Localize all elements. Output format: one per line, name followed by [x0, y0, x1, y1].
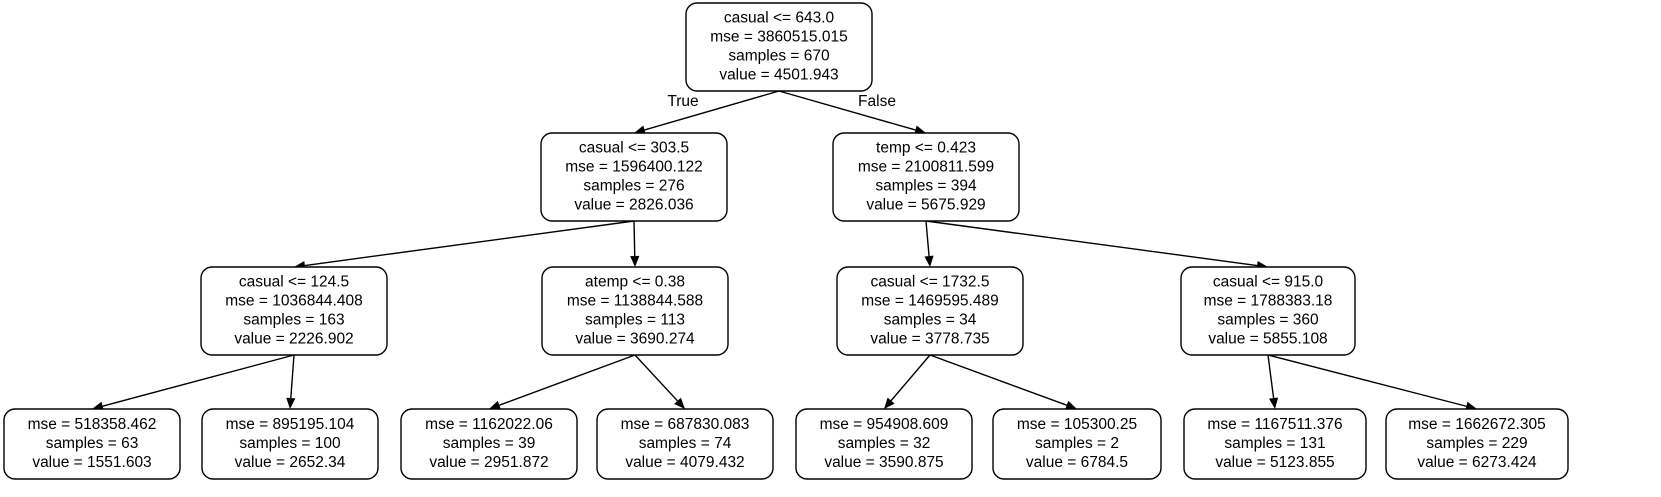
node-text-line: value = 2951.872 — [429, 454, 548, 471]
node-text-line: mse = 2100811.599 — [858, 159, 994, 176]
tree-edge — [92, 354, 295, 411]
node-text-line: value = 3690.274 — [575, 331, 695, 348]
node-text-line: samples = 163 — [243, 312, 344, 329]
tree-edge — [286, 354, 296, 409]
node-text-line: atemp <= 0.38 — [585, 274, 685, 291]
node-text-line: casual <= 1732.5 — [871, 274, 990, 291]
edge-label-true: True — [667, 93, 698, 110]
node-text-line: samples = 100 — [239, 435, 341, 452]
tree-edge — [929, 354, 1077, 410]
node-text-line: mse = 3860515.015 — [710, 29, 847, 46]
tree-edge — [884, 354, 931, 409]
tree-edge — [634, 90, 780, 135]
node-text-line: samples = 34 — [884, 312, 977, 329]
node-text-line: value = 4501.943 — [719, 67, 838, 84]
tree-edge — [924, 220, 934, 267]
node-text-line: samples = 32 — [838, 435, 931, 452]
tree-decision-node[interactable]: casual <= 643.0 mse = 3860515.015 samples … — [685, 2, 873, 92]
tree-edge — [634, 354, 685, 409]
tree-leaf-node[interactable]: mse = 954908.609 samples = 32 value = 3590… — [795, 408, 973, 480]
tree-edge — [1267, 354, 1279, 409]
node-text-line: samples = 2 — [1035, 435, 1119, 452]
node-text-line: samples = 113 — [585, 312, 685, 329]
node-text-line: value = 4079.432 — [625, 454, 744, 471]
node-text-line: samples = 276 — [583, 178, 684, 195]
tree-edge — [778, 90, 926, 135]
node-text-line: casual <= 915.0 — [1213, 274, 1324, 291]
node-text-line: mse = 1662672.305 — [1408, 416, 1545, 433]
node-text-line: mse = 1036844.408 — [225, 293, 362, 310]
tree-decision-node[interactable]: casual <= 303.5 mse = 1596400.122 samples … — [540, 132, 728, 222]
node-text-line: mse = 1167511.376 — [1207, 416, 1342, 433]
node-text-line: samples = 670 — [728, 48, 830, 65]
node-text-line: samples = 74 — [639, 435, 732, 452]
node-text-line: mse = 1162022.06 — [425, 416, 553, 433]
node-text-line: casual <= 303.5 — [579, 140, 689, 157]
node-text-line: value = 2652.34 — [235, 454, 346, 471]
node-text-line: value = 3590.875 — [824, 454, 943, 471]
node-text-line: mse = 1469595.489 — [861, 293, 998, 310]
tree-edge — [489, 354, 636, 410]
tree-leaf-node[interactable]: mse = 1662672.305 samples = 229 value = 62… — [1385, 408, 1569, 480]
edges-layer — [92, 90, 1477, 411]
node-text-line: casual <= 643.0 — [724, 10, 835, 27]
tree-decision-node[interactable]: atemp <= 0.38 mse = 1138844.588 samples = … — [541, 266, 729, 356]
node-text-line: casual <= 124.5 — [239, 274, 349, 291]
node-text-line: value = 3778.735 — [870, 331, 989, 348]
tree-edge — [294, 220, 635, 271]
tree-decision-node[interactable]: casual <= 915.0 mse = 1788383.18 samples =… — [1180, 266, 1356, 356]
tree-leaf-node[interactable]: mse = 1167511.376 samples = 131 value = 51… — [1183, 408, 1367, 480]
node-text-line: samples = 394 — [875, 178, 977, 195]
tree-decision-node[interactable]: casual <= 124.5 mse = 1036844.408 samples … — [200, 266, 388, 356]
node-text-line: samples = 39 — [443, 435, 536, 452]
tree-leaf-node[interactable]: mse = 895195.104 samples = 100 value = 265… — [201, 408, 379, 480]
tree-leaf-node[interactable]: mse = 105300.25 samples = 2 value = 6784.5 — [992, 408, 1162, 480]
tree-decision-node[interactable]: temp <= 0.423 mse = 2100811.599 samples = … — [832, 132, 1020, 222]
node-text-line: value = 1551.603 — [32, 454, 151, 471]
node-text-line: value = 2826.036 — [574, 197, 693, 214]
node-text-line: mse = 895195.104 — [226, 416, 355, 433]
tree-edge — [1267, 354, 1477, 411]
node-text-line: value = 5675.929 — [866, 197, 985, 214]
tree-leaf-node[interactable]: mse = 1162022.06 samples = 39 value = 2951… — [400, 408, 578, 480]
tree-leaf-node[interactable]: mse = 518358.462 samples = 63 value = 1551… — [3, 408, 181, 480]
node-text-line: mse = 954908.609 — [820, 416, 949, 433]
nodes-layer: casual <= 643.0 mse = 3860515.015 samples … — [3, 2, 1569, 480]
node-text-line: value = 6273.424 — [1417, 454, 1537, 471]
node-text-line: mse = 1138844.588 — [567, 293, 703, 310]
node-text-line: temp <= 0.423 — [876, 140, 976, 157]
node-text-line: value = 5123.855 — [1215, 454, 1334, 471]
node-text-line: samples = 360 — [1217, 312, 1319, 329]
node-text-line: mse = 105300.25 — [1017, 416, 1137, 433]
tree-decision-node[interactable]: casual <= 1732.5 mse = 1469595.489 samples… — [836, 266, 1024, 356]
edge-label-false: False — [858, 93, 896, 110]
edge-labels-layer: True False — [667, 93, 896, 110]
tree-leaf-node[interactable]: mse = 687830.083 samples = 74 value = 4079… — [596, 408, 774, 480]
node-text-line: mse = 1788383.18 — [1204, 293, 1333, 310]
tree-edge — [630, 220, 640, 267]
node-text-line: value = 6784.5 — [1026, 454, 1128, 471]
node-text-line: samples = 131 — [1224, 435, 1325, 452]
tree-edge — [925, 220, 1268, 271]
node-text-line: mse = 518358.462 — [28, 416, 157, 433]
node-text-line: samples = 63 — [46, 435, 139, 452]
node-text-line: mse = 687830.083 — [621, 416, 750, 433]
node-text-line: value = 2226.902 — [234, 331, 353, 348]
node-text-line: mse = 1596400.122 — [565, 159, 702, 176]
node-text-line: samples = 229 — [1426, 435, 1527, 452]
node-text-line: value = 5855.108 — [1208, 331, 1327, 348]
